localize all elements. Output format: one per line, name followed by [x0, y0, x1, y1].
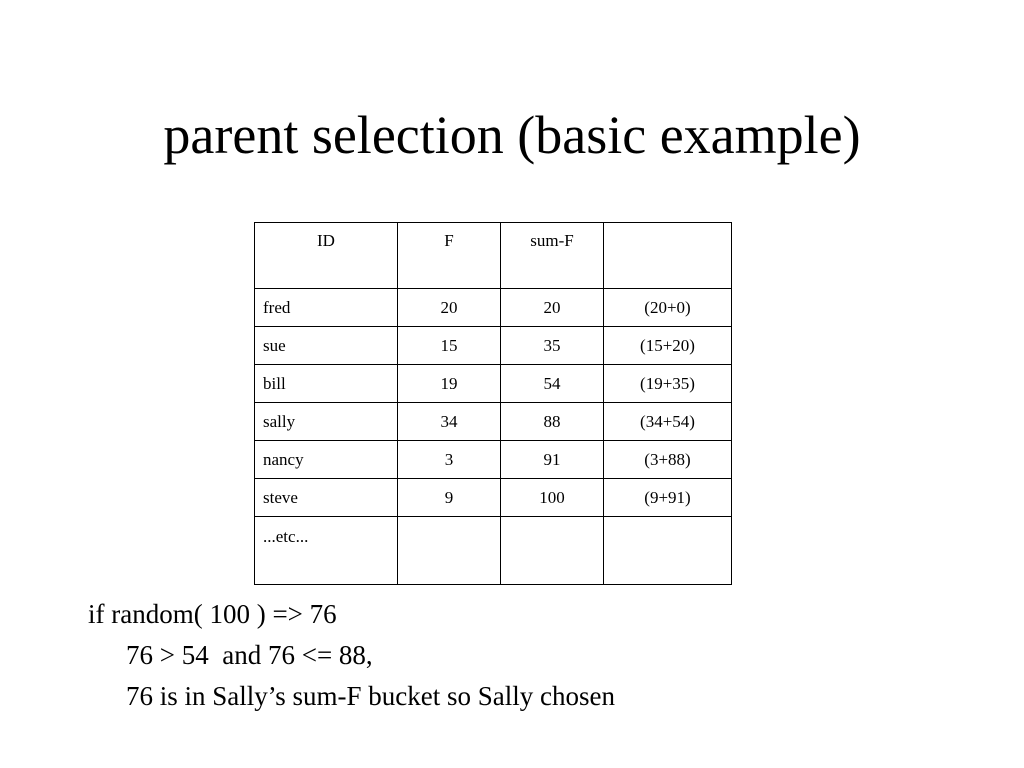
cell-id: bill	[254, 364, 398, 403]
cell-sum-f: 91	[500, 440, 604, 479]
cell-sum-f: 54	[500, 364, 604, 403]
explanation-line-result: 76 is in Sally’s sum-F bucket so Sally c…	[126, 681, 615, 711]
slide-title: parent selection (basic example)	[163, 105, 861, 165]
header-blank	[603, 222, 732, 289]
cell-f: 15	[397, 326, 501, 365]
cell-calc: (9+91)	[603, 478, 732, 517]
explanation-line-comparison: 76 > 54 and 76 <= 88,	[126, 640, 373, 670]
table-row-etc: ...etc...	[254, 516, 732, 585]
cell-f	[397, 516, 501, 585]
cell-id: sue	[254, 326, 398, 365]
cell-id: fred	[254, 288, 398, 327]
header-id: ID	[254, 222, 398, 289]
cell-sum-f: 100	[500, 478, 604, 517]
cell-calc: (20+0)	[603, 288, 732, 327]
table-row: nancy 3 91 (3+88)	[254, 440, 732, 479]
cell-id: sally	[254, 402, 398, 441]
table-row: steve 9 100 (9+91)	[254, 478, 732, 517]
cell-f: 9	[397, 478, 501, 517]
header-sum-f: sum-F	[500, 222, 604, 289]
table-row: sue 15 35 (15+20)	[254, 326, 732, 365]
cell-calc: (15+20)	[603, 326, 732, 365]
cell-calc: (3+88)	[603, 440, 732, 479]
cell-f: 19	[397, 364, 501, 403]
cell-sum-f: 88	[500, 402, 604, 441]
cell-calc: (34+54)	[603, 402, 732, 441]
fitness-table-grid: ID F sum-F fred 20 20 (20+0) sue 15 35 (…	[254, 222, 732, 585]
cell-f: 34	[397, 402, 501, 441]
header-f: F	[397, 222, 501, 289]
selection-explanation: if random( 100 ) => 76 76 > 54 and 76 <=…	[88, 594, 615, 717]
cell-sum-f: 35	[500, 326, 604, 365]
explanation-line-random: if random( 100 ) => 76	[88, 599, 337, 629]
cell-sum-f	[500, 516, 604, 585]
table-header-row: ID F sum-F	[254, 222, 732, 289]
fitness-table: ID F sum-F fred 20 20 (20+0) sue 15 35 (…	[254, 222, 732, 585]
cell-calc: (19+35)	[603, 364, 732, 403]
cell-calc	[603, 516, 732, 585]
cell-f: 20	[397, 288, 501, 327]
cell-sum-f: 20	[500, 288, 604, 327]
cell-f: 3	[397, 440, 501, 479]
table-row: sally 34 88 (34+54)	[254, 402, 732, 441]
table-row: bill 19 54 (19+35)	[254, 364, 732, 403]
table-row: fred 20 20 (20+0)	[254, 288, 732, 327]
cell-id: steve	[254, 478, 398, 517]
cell-id: nancy	[254, 440, 398, 479]
cell-id: ...etc...	[254, 516, 398, 585]
